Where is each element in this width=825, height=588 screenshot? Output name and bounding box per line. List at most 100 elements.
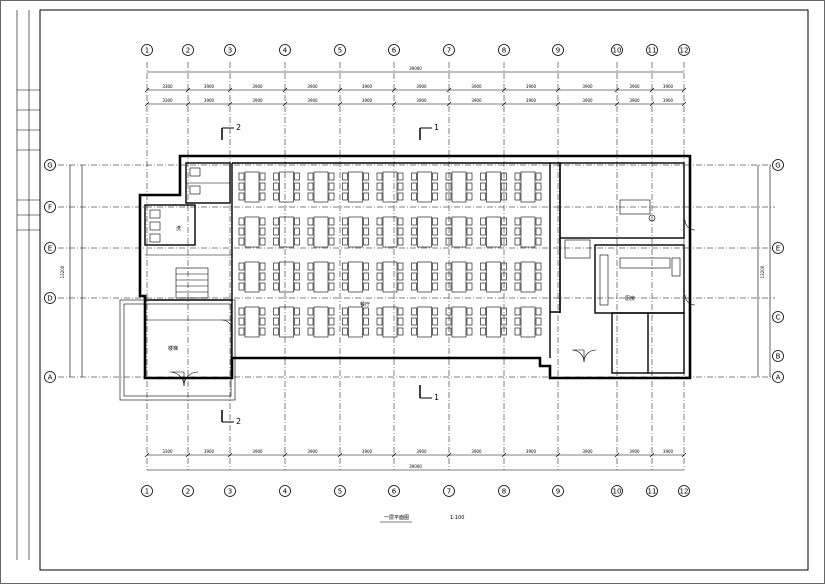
table-group: [411, 216, 438, 248]
table-top: [382, 216, 398, 248]
chair: [535, 227, 542, 236]
chair: [445, 327, 452, 336]
chair: [376, 262, 383, 271]
section-1-bottom-label: 1: [434, 393, 439, 402]
axis-bottom-12-circle: [678, 485, 690, 497]
chair: [501, 227, 507, 236]
chair: [445, 272, 452, 281]
axis-left-F-label: F: [48, 204, 52, 212]
chair: [294, 182, 300, 191]
dim-tick: [501, 87, 507, 93]
axis-bottom-10-label: 10: [613, 488, 622, 496]
chair: [535, 317, 542, 326]
chair: [376, 172, 383, 181]
table-group: [238, 216, 266, 248]
axis-right-G-circle: [772, 159, 784, 171]
chair: [535, 262, 542, 271]
axis-top-1-circle: [141, 44, 153, 56]
chair: [432, 262, 438, 271]
chair: [432, 327, 438, 336]
chair: [273, 182, 279, 191]
chair: [501, 307, 507, 316]
dim-height-right: 13200: [760, 265, 765, 278]
chair: [363, 237, 369, 246]
chair: [294, 282, 300, 291]
section-2-bottom-label: 2: [236, 417, 241, 426]
axis-top-10-label: 10: [613, 47, 622, 55]
chair: [328, 182, 335, 191]
dim-bay-text: 3900: [362, 98, 373, 103]
axis-right-B-label: B: [776, 353, 781, 361]
chair: [535, 282, 542, 291]
chair: [238, 227, 245, 236]
chair: [376, 272, 383, 281]
table-group: [445, 306, 473, 338]
table-top: [417, 306, 432, 338]
chair: [307, 227, 314, 236]
axis-top-6-circle: [388, 44, 400, 56]
chair: [294, 307, 300, 316]
chair: [273, 262, 279, 271]
table-top: [520, 216, 536, 248]
axis-top-7-circle: [443, 44, 455, 56]
axis-bottom-1-label: 1: [145, 488, 149, 496]
axis-top-12-circle: [678, 44, 690, 56]
table-top: [417, 216, 432, 248]
chair: [363, 317, 369, 326]
chair: [432, 217, 438, 226]
section-2-top-label: 2: [236, 123, 241, 132]
dim-bay-text: 3300: [162, 449, 173, 454]
chair: [514, 327, 521, 336]
chair: [273, 217, 279, 226]
table-group: [514, 261, 542, 293]
chair: [238, 282, 245, 291]
chair: [466, 317, 473, 326]
chair: [432, 182, 438, 191]
chair: [480, 327, 486, 336]
chair: [466, 307, 473, 316]
dining-tables: [238, 171, 542, 338]
chair: [466, 327, 473, 336]
axis-bottom-9-label: 9: [556, 488, 560, 496]
chair: [501, 272, 507, 281]
dim-bay-text: 3900: [204, 449, 215, 454]
chair: [363, 227, 369, 236]
chair: [397, 282, 404, 291]
dim-bay-text: 3900: [582, 449, 593, 454]
axis-top-11-circle: [646, 44, 658, 56]
chair: [466, 192, 473, 201]
chair: [432, 317, 438, 326]
dim-tick: [446, 87, 452, 93]
chair: [307, 272, 314, 281]
chair: [307, 317, 314, 326]
axis-right-C-label: C: [776, 314, 781, 322]
dim-tick: [501, 101, 507, 107]
table-group: [342, 306, 369, 338]
table-group: [411, 261, 438, 293]
table-top: [244, 261, 260, 293]
chair: [342, 317, 348, 326]
chair: [445, 182, 452, 191]
chair: [480, 182, 486, 191]
chair: [294, 237, 300, 246]
chair: [535, 172, 542, 181]
table-group: [307, 216, 335, 248]
chair: [466, 217, 473, 226]
chair: [328, 327, 335, 336]
chair: [411, 172, 417, 181]
dim-bay-text: 3900: [252, 98, 263, 103]
dim-bay-text: 3900: [362, 84, 373, 89]
table-top: [348, 306, 363, 338]
dim-tick: [337, 452, 343, 458]
table-top: [451, 216, 467, 248]
table-top: [486, 216, 501, 248]
chair: [445, 237, 452, 246]
chair: [307, 282, 314, 291]
chair: [238, 317, 245, 326]
dim-bay-text: 3900: [416, 98, 427, 103]
dim-bay-text: 3900: [204, 98, 215, 103]
axis-left-D-circle: [44, 292, 56, 304]
doors: [169, 219, 696, 387]
table-top: [279, 216, 294, 248]
